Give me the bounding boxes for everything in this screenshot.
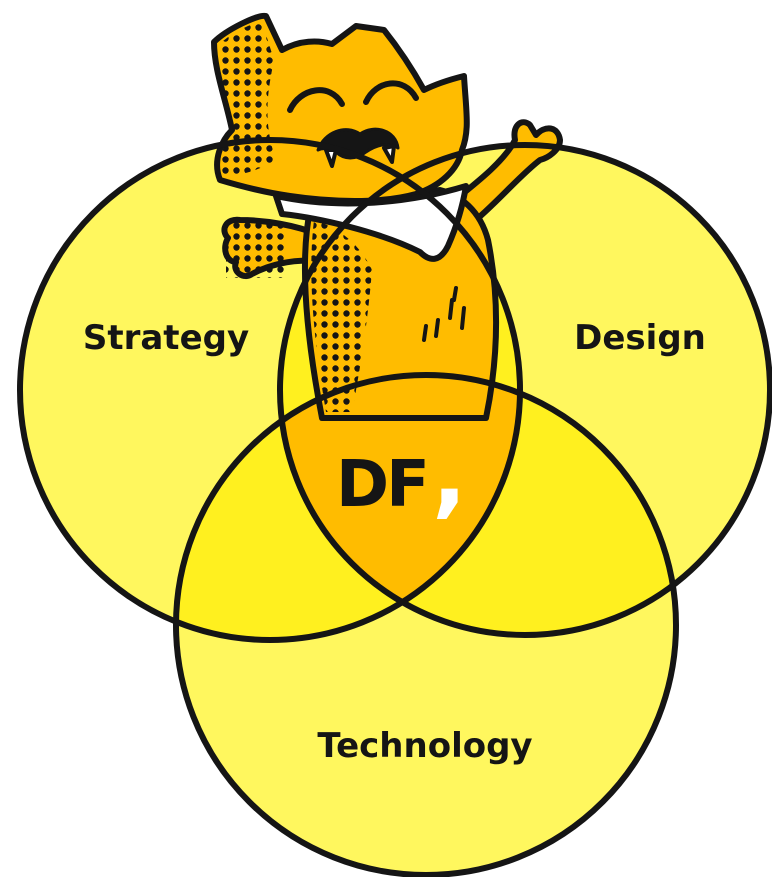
- center-logo: DF: [336, 448, 427, 522]
- design-label: Design: [574, 318, 706, 358]
- mascot-fur-marks: [422, 286, 466, 342]
- mascot-bandana: [273, 183, 469, 262]
- mascot-left-eye: [287, 87, 345, 113]
- cat-mascot-icon: [211, 12, 563, 421]
- strategy-label: Strategy: [83, 318, 249, 358]
- circle-outlines: [17, 137, 772, 877]
- center-logo-comma: ,: [432, 421, 467, 528]
- strategy-circle-outline: [17, 137, 523, 643]
- mascot-right-eye: [363, 80, 419, 105]
- mascot-body-dots: [311, 220, 372, 412]
- technology-label: Technology: [317, 726, 532, 766]
- mascot-left-arm-dots: [226, 218, 286, 278]
- technology-circle-outline: [173, 372, 679, 877]
- design-circle-outline: [277, 142, 772, 638]
- mascot-right-fang: [382, 144, 396, 164]
